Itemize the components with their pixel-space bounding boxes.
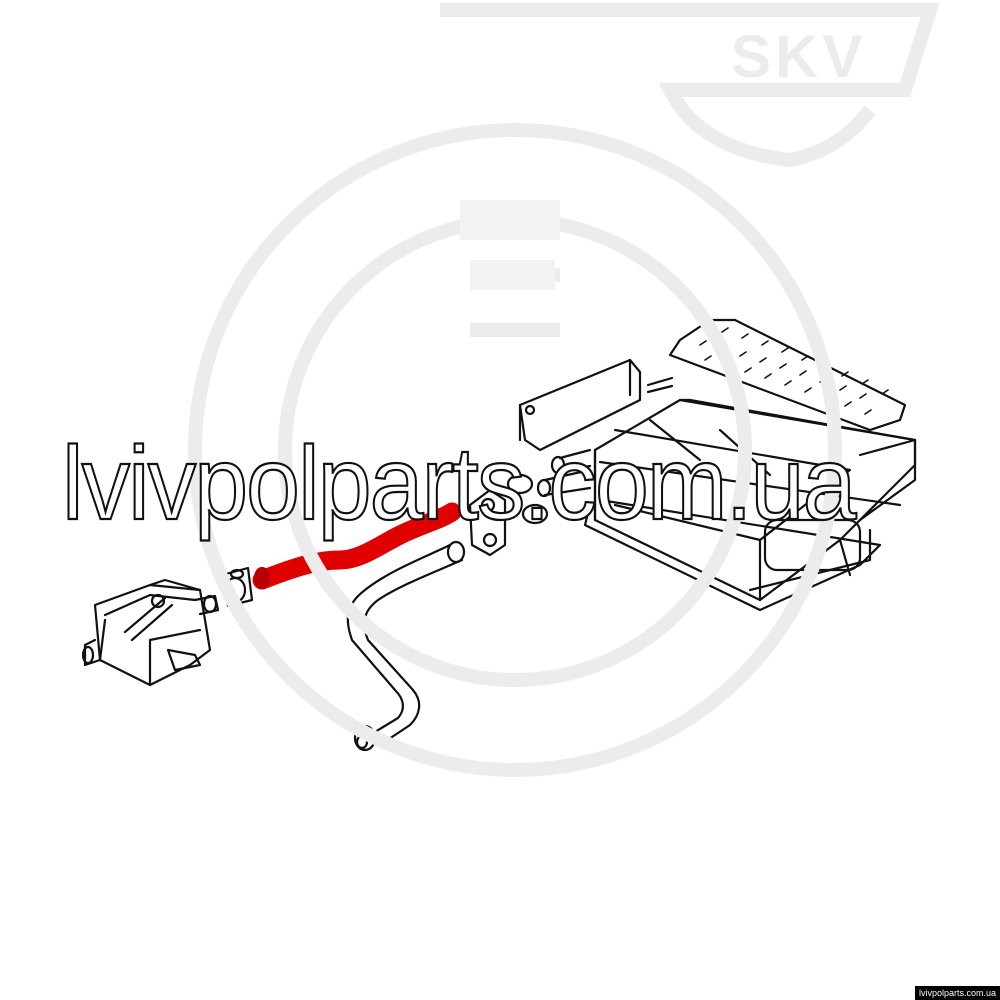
site-watermark-text: lvivpolparts.com.ua (61, 426, 857, 542)
return-hose (346, 540, 466, 752)
hose-clamp-valve (220, 566, 254, 608)
brand-logo-text: SKV (731, 23, 867, 90)
footer-site-tag: lvivpolparts.com.ua (914, 986, 1000, 1000)
heater-control-valve (81, 578, 220, 687)
